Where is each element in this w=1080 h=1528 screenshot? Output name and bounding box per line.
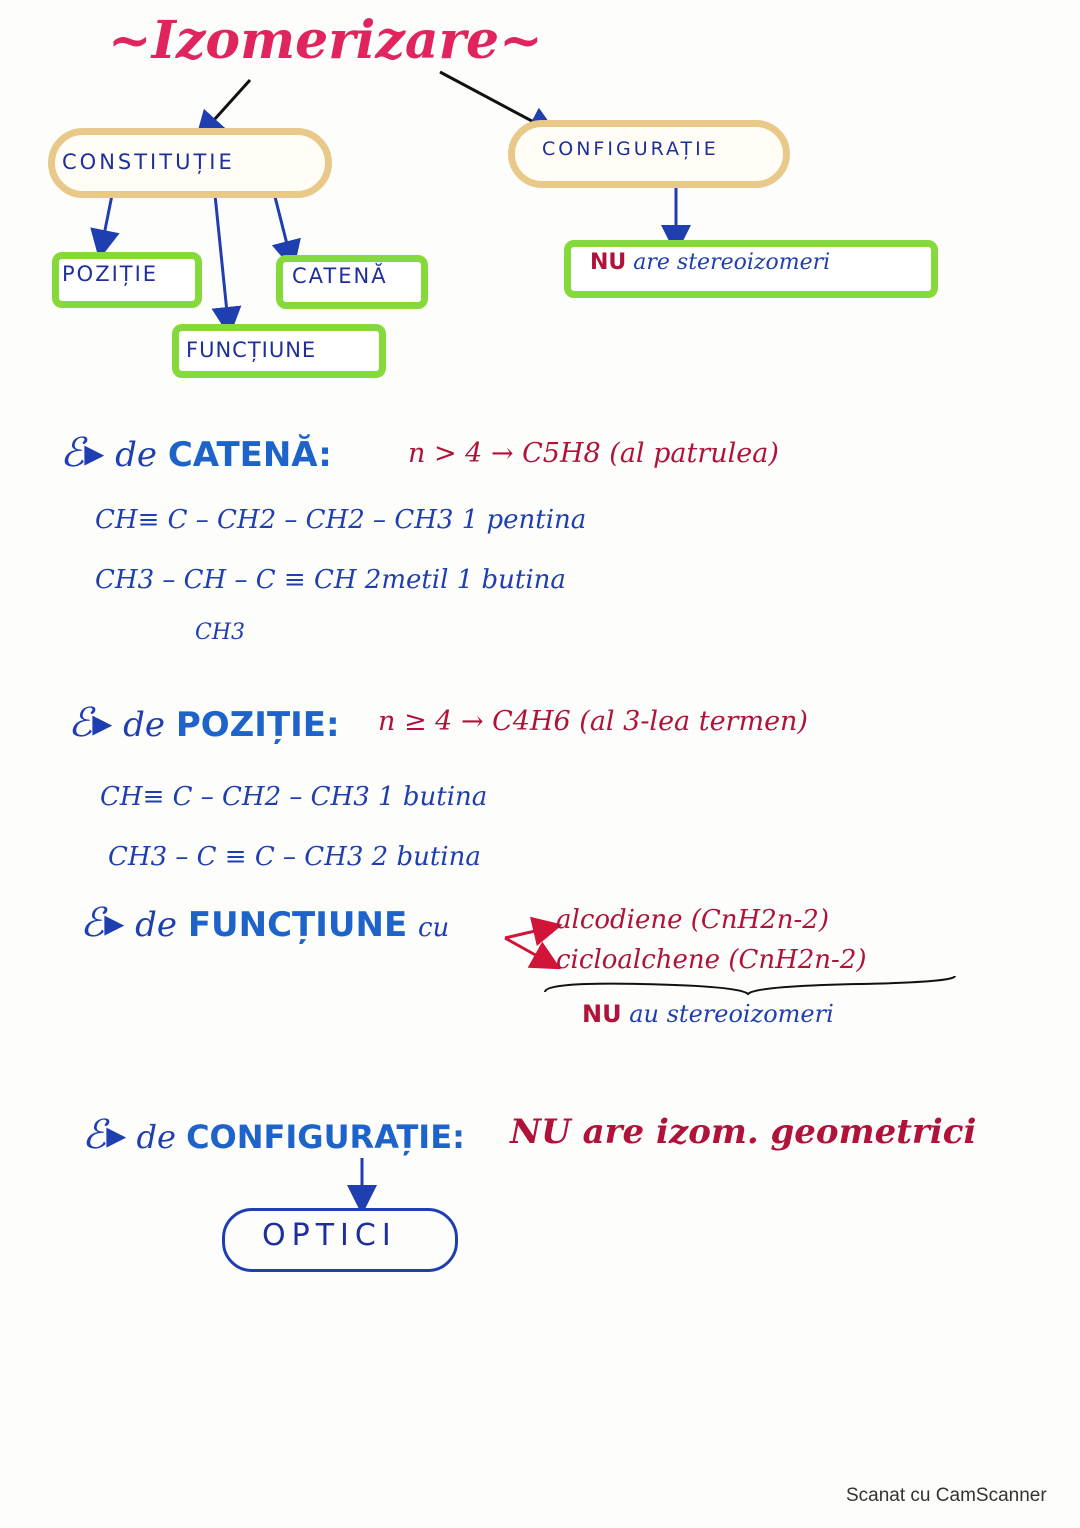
pozitie-heading-row: ℰ▸ de POZIȚIE:: [68, 700, 340, 746]
functiune-heading-row: ℰ▸ de FUNCȚIUNE cu: [80, 900, 449, 946]
nu-stereoizomeri-box: [564, 240, 938, 298]
pozitie-line-2: CH3 – C ≡ C – CH3 2 butina: [108, 842, 481, 872]
pozitie-prefix: de: [123, 705, 165, 745]
configuratie-cloud: [508, 120, 790, 188]
constitutie-cloud: [48, 128, 332, 198]
configuratie-prefix: de: [136, 1118, 176, 1156]
functiune-heading: FUNCȚIUNE: [187, 905, 408, 945]
configuratie-label: CONFIGURAȚIE: [542, 138, 719, 160]
catena-box: [276, 255, 428, 309]
camscanner-footer: Scanat cu CamScanner: [846, 1485, 1047, 1506]
nu-stereoizomeri-text: NU are stereoizomeri: [590, 250, 830, 275]
catena-line-2: CH3 – CH – C ≡ CH 2metil 1 butina: [95, 565, 566, 595]
functiune-cu: cu: [418, 913, 450, 943]
section-bullet-icon: ℰ▸: [60, 430, 105, 476]
nu-label: NU: [582, 1000, 622, 1028]
pozitie-condition: n ≥ 4 → C4H6 (al 3-lea termen): [378, 706, 808, 737]
functiune-box: [172, 324, 386, 378]
page-title: ~Izomerizare~: [108, 10, 543, 71]
section-bullet-icon: ℰ▸: [80, 900, 125, 946]
pozitie-box: [52, 252, 202, 308]
functiune-prefix: de: [135, 905, 177, 945]
configuratie-heading-row: ℰ▸ de CONFIGURAȚIE:: [82, 1112, 465, 1158]
pozitie-line-1: CH≡ C – CH2 – CH3 1 butina: [100, 782, 488, 812]
catena-prefix: de: [115, 435, 157, 475]
catena-line-3: CH3: [195, 620, 246, 645]
stereo-rest: are stereoizomeri: [633, 250, 831, 275]
configuratie-red-note: NU are izom. geometrici: [510, 1112, 977, 1152]
pozitie-label: POZIȚIE: [62, 262, 159, 286]
functiune-note-rest: au stereoizomeri: [629, 1000, 834, 1028]
section-bullet-icon: ℰ▸: [68, 700, 113, 746]
configuratie-heading: CONFIGURAȚIE:: [186, 1118, 465, 1156]
functiune-item-1: alcodiene (CnH2n-2): [556, 905, 829, 935]
constitutie-label: CONSTITUȚIE: [62, 150, 235, 174]
nu-label: NU: [590, 250, 627, 275]
catena-heading-row: ℰ▸ de CATENĂ:: [60, 430, 332, 476]
functiune-label: FUNCȚIUNE: [186, 338, 317, 362]
pozitie-heading: POZIȚIE:: [175, 705, 340, 745]
optici-label: OPTICI: [262, 1218, 397, 1253]
catena-line-1: CH≡ C – CH2 – CH2 – CH3 1 pentina: [95, 505, 587, 535]
catena-label: CATENĂ: [292, 264, 388, 288]
functiune-note: NU au stereoizomeri: [582, 1000, 834, 1028]
catena-condition: n > 4 → C5H8 (al patrulea): [408, 438, 779, 469]
optici-cloud: [222, 1208, 458, 1272]
section-bullet-icon: ℰ▸: [82, 1112, 127, 1158]
functiune-item-2: cicloalchene (CnH2n-2): [556, 945, 867, 975]
catena-heading: CATENĂ:: [167, 435, 332, 475]
